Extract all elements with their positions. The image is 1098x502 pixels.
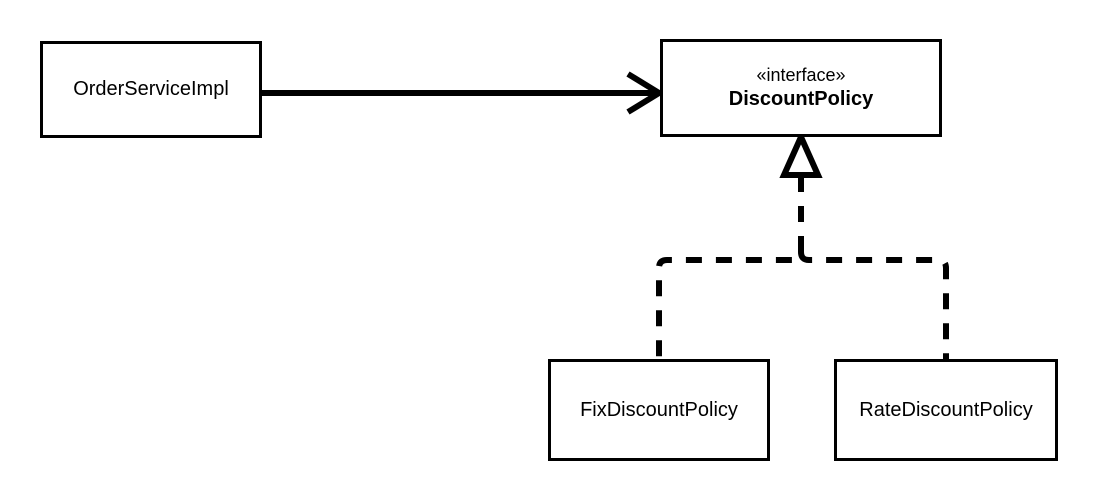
realization-dashed-tree [656,176,949,359]
interface-name-label: DiscountPolicy [728,88,874,110]
association-arrowhead-icon [626,71,665,115]
class-box-fix-discount-policy[interactable]: FixDiscountPolicy [548,359,770,461]
realization-triangle-icon [779,129,823,178]
interface-box-discount-policy[interactable]: «interface» DiscountPolicy [660,39,942,137]
class-name-label: OrderServiceImpl [73,78,229,100]
interface-stereotype-label: «interface» [756,65,846,85]
class-box-order-service-impl[interactable]: OrderServiceImpl [40,41,262,138]
class-name-label: FixDiscountPolicy [580,398,738,421]
class-name-label: RateDiscountPolicy [859,398,1033,421]
class-box-rate-discount-policy[interactable]: RateDiscountPolicy [834,359,1058,461]
